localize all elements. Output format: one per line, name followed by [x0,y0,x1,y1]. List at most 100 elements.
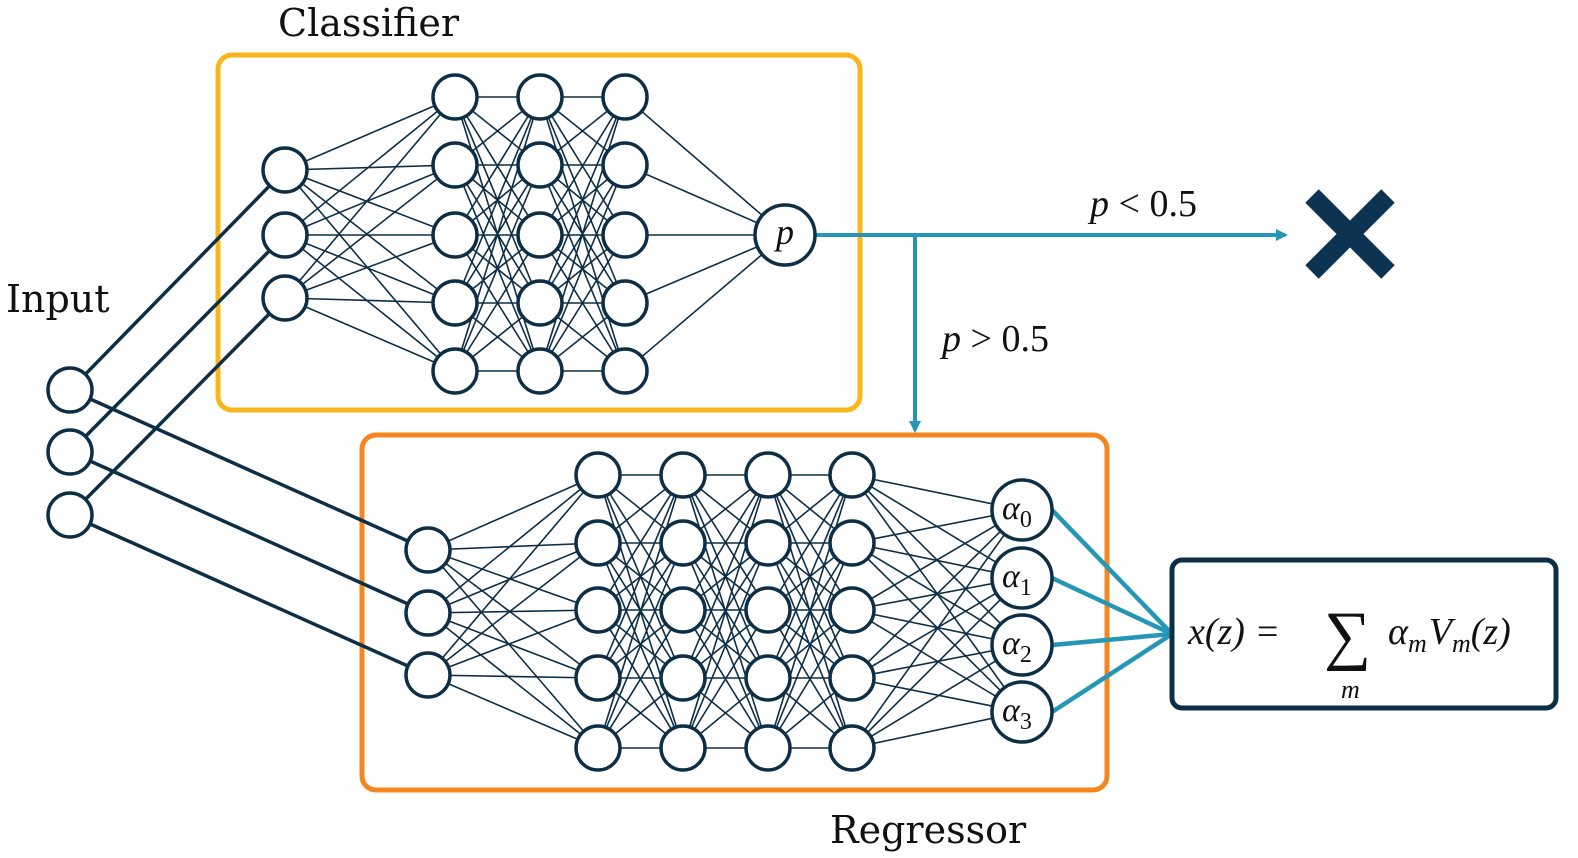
edge [767,542,853,749]
edge [767,609,853,749]
edge [767,474,853,679]
classifier-node [261,211,309,259]
formula-sum-symbol: ∑ [1324,599,1371,672]
edge [427,609,599,614]
alpha-node-3 [990,680,1054,744]
edge [454,96,541,304]
regressor-node [659,724,707,772]
input-to-classifier-edge [68,296,287,517]
reject-condition: p < 0.5 [1087,183,1197,225]
regressor-node [744,586,792,634]
regressor-node [659,451,707,499]
edge [539,164,626,372]
edge [597,474,684,679]
regressor-node [828,519,876,567]
classifier-node [601,211,649,259]
regressor-node [744,654,792,702]
input-to-classifier-edge [68,233,287,454]
edge [767,474,853,611]
input-edges [68,168,429,677]
alpha-node-1 [990,546,1054,610]
regressor-node [828,451,876,499]
classifier-node [261,274,309,322]
input-node [46,428,94,476]
edge [682,474,769,749]
classifier-node [601,73,649,121]
classifier-box [215,52,863,413]
classifier-node [516,279,564,327]
edge [597,474,684,749]
edge [284,164,456,299]
formula-box [1169,557,1559,711]
edge [427,674,599,749]
edge [284,169,456,236]
regressor-node [659,586,707,634]
regressor-node [404,589,452,637]
decision-flow [815,229,1288,433]
edge [284,164,456,171]
edge [427,474,599,614]
formula-edge [1051,631,1173,648]
edge [851,509,1023,679]
regressor-node [404,526,452,574]
edge [851,509,1023,749]
edge [427,474,599,676]
classifier-node [431,73,479,121]
edge [454,164,541,372]
edge [284,96,456,299]
edge [284,297,456,372]
edge [624,96,786,236]
edge [284,169,456,304]
edge [427,609,599,676]
edge [427,542,599,614]
regressor-node [828,724,876,772]
edge [427,474,599,551]
x-icon [1305,189,1395,279]
formula-edges [1050,508,1174,714]
classifier-node [601,279,649,327]
classifier-node [516,73,564,121]
alpha-node-2 [990,613,1054,677]
edge [284,234,456,299]
regressor-box [359,432,1110,793]
classifier-node [516,141,564,189]
alpha-node-0 [990,478,1054,542]
edge [851,509,1023,611]
formula-lhs: x(z) = [1187,611,1290,653]
edge [682,474,769,611]
regressor-node [828,586,876,634]
edge [597,609,684,749]
edge [597,474,684,611]
regressor-node [744,519,792,567]
edge [682,474,769,679]
classifier-node [516,347,564,395]
input-to-regressor-edge [69,513,429,677]
regressor-label: Regressor [830,808,1027,852]
classifier-node [431,211,479,259]
classifier-node [431,141,479,189]
classifier-nodes [261,73,649,395]
classifier-node [261,146,309,194]
alpha-label-0: α0 [1002,490,1032,533]
edge [539,96,626,304]
edge [682,542,769,749]
edge [539,234,626,372]
edge [597,542,684,749]
edge [284,164,456,236]
regressor-node [574,586,622,634]
regressor-node [574,654,622,702]
input-to-regressor-edge [69,388,429,552]
alpha-label-1: α1 [1002,558,1032,601]
classifier-node [431,279,479,327]
edge [454,96,541,236]
edge [624,234,786,372]
regressor-edges [427,474,1023,749]
regressor-node [659,519,707,567]
classifier-label: Classifier [278,1,460,45]
input-to-classifier-edge [68,168,287,392]
classifier-output-label: p [773,212,794,252]
edge [427,549,599,749]
edge [851,577,1023,749]
input-to-regressor-edge [69,450,429,615]
